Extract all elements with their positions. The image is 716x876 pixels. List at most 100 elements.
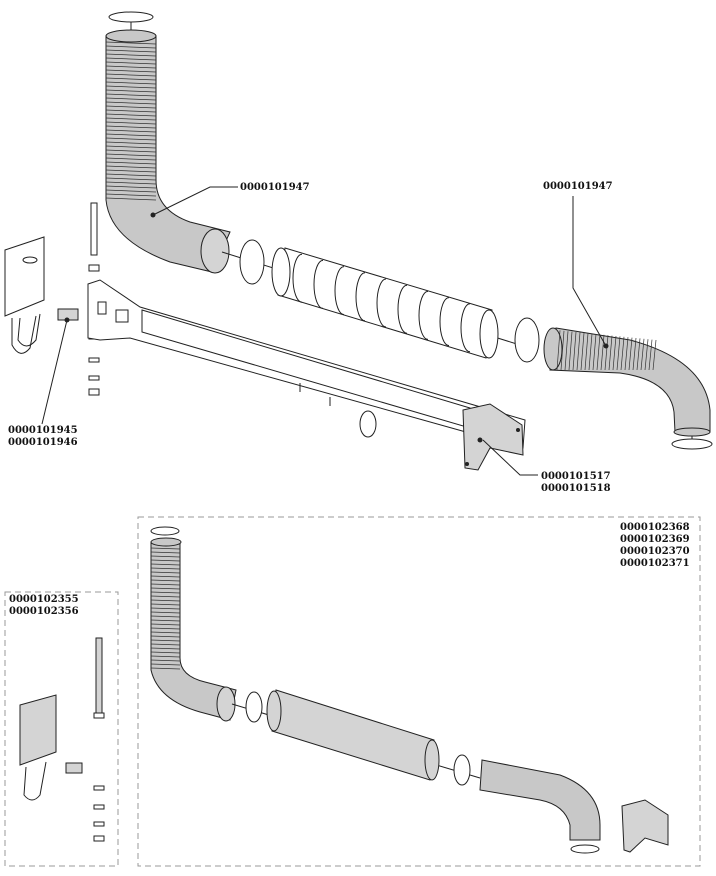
tube-segment [292, 253, 303, 303]
hose-rib [150, 559, 181, 562]
hose-rib [632, 337, 637, 371]
kit-label: 0000102371 [620, 558, 690, 569]
part-label-end-bracket-2: 0000101518 [541, 483, 611, 494]
part-label-hose-right: 0000101947 [543, 181, 613, 192]
hose-rib [105, 185, 157, 189]
hose-rib [150, 615, 181, 618]
tube-segment [439, 297, 450, 347]
hose-rib [608, 335, 613, 371]
hose-rib [105, 53, 157, 57]
hose-rib [150, 647, 181, 650]
hose-rib [572, 331, 577, 371]
hose-rib [150, 563, 181, 566]
hose-rib [105, 65, 157, 69]
hose-rib [576, 332, 581, 371]
hose-rib [150, 611, 181, 614]
hose-rib [105, 41, 157, 45]
hose-rib [105, 153, 157, 157]
tube-segment [376, 278, 387, 328]
hose-rib [105, 61, 157, 65]
hose-rib [648, 339, 653, 371]
hose-rib [636, 338, 641, 371]
hose-rib [150, 571, 181, 574]
tube-segment [460, 303, 471, 353]
hose-rib [105, 49, 157, 53]
tube-segment [313, 259, 324, 309]
hose-rib [150, 655, 181, 658]
kit-label: 0000102368 [620, 522, 690, 533]
wall-clamp [57, 308, 79, 323]
hose-rib [620, 336, 625, 371]
hose-rib [150, 555, 181, 558]
hose-rib [105, 197, 157, 201]
hose-rib [150, 567, 181, 570]
hose-rib [652, 339, 657, 371]
hose-rib [105, 77, 157, 81]
hose-rib [150, 547, 181, 550]
hose-rib [150, 627, 181, 630]
hose-rib [105, 81, 157, 85]
hose-rib [150, 583, 181, 586]
hose-rib [560, 330, 565, 371]
end-bracket [462, 403, 524, 471]
hose-rib [105, 93, 157, 97]
hose-rib [105, 113, 157, 117]
hose-rib [612, 335, 617, 371]
part-label-wall-bracket-2: 0000101946 [8, 437, 78, 448]
hose-kit [150, 526, 669, 854]
hose-rib [150, 623, 181, 626]
hose-rib [105, 193, 157, 197]
hose-rib [568, 331, 573, 371]
leader-line [41, 319, 68, 425]
hose-rib [105, 149, 157, 153]
bottom-hose-ring [671, 436, 713, 450]
tube-segment [334, 266, 345, 316]
hose-rib [105, 69, 157, 73]
kit-box-left [4, 591, 119, 867]
hose-rib [105, 109, 157, 113]
hose-rib [150, 591, 181, 594]
hose-rib [592, 333, 597, 371]
hose-rib [624, 337, 629, 371]
kit-box-right [137, 516, 701, 867]
hose-rib [564, 331, 569, 371]
hose-rib [150, 663, 181, 666]
kit-label: 0000102370 [620, 546, 690, 557]
kit-label: 0000102369 [620, 534, 690, 545]
hose-rib [556, 330, 561, 371]
hose-rib [105, 85, 157, 89]
left-flexible-hose [105, 29, 231, 274]
hose-rib [640, 338, 645, 371]
hose-rib [105, 117, 157, 121]
hose-rib [105, 129, 157, 133]
hose-rib [105, 189, 157, 193]
leader-line [572, 196, 607, 347]
hose-rib [150, 635, 181, 638]
hose-rib [105, 101, 157, 105]
swing-arm [87, 279, 526, 449]
hose-rib [105, 157, 157, 161]
hose-rib [105, 73, 157, 77]
part-label-end-bracket-1: 0000101517 [541, 471, 611, 482]
hose-rib [604, 335, 609, 371]
rigid-tube [271, 247, 499, 359]
hose-rib [616, 336, 621, 371]
leader-line [152, 186, 238, 216]
hose-rib [105, 121, 157, 125]
hose-rib [150, 595, 181, 598]
hose-rib [150, 579, 181, 582]
wall-plate-kit [19, 637, 105, 842]
hose-rib [150, 643, 181, 646]
hose-rib [150, 651, 181, 654]
hose-rib [588, 333, 593, 371]
hose-rib [105, 173, 157, 177]
tube-segment [397, 284, 408, 334]
hose-rib [150, 603, 181, 606]
hose-rib [105, 133, 157, 137]
hose-rib [150, 631, 181, 634]
hose-rib [105, 177, 157, 181]
hose-rib [150, 575, 181, 578]
tube-segment [355, 272, 366, 322]
hose-rib [105, 165, 157, 169]
hose-rib [150, 659, 181, 662]
